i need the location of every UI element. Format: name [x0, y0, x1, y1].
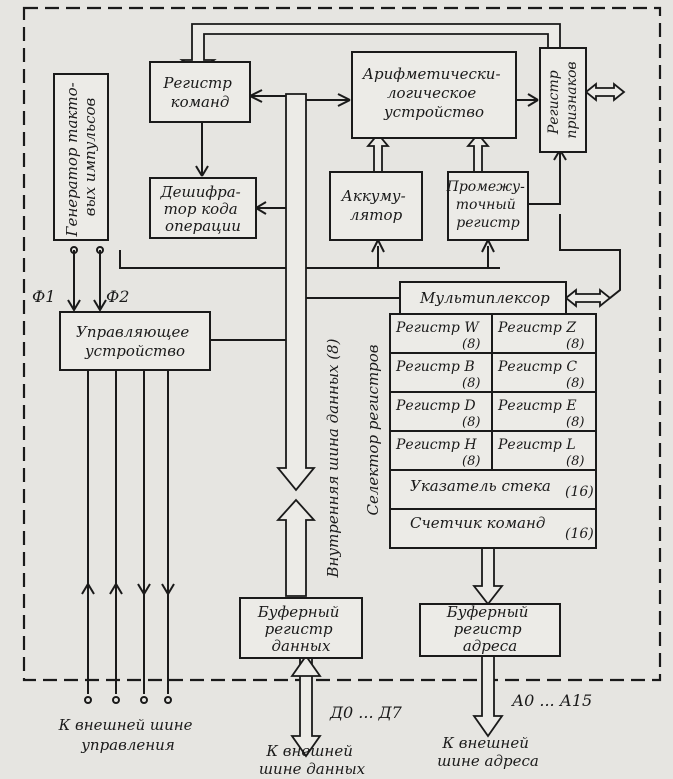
register-name: Регистр C	[497, 359, 577, 375]
temp-register-block	[447, 171, 529, 241]
generator-label: Генератор тактo- вых импульсов	[63, 78, 99, 238]
register-cells: Регистр W(8)Регистр Z(8)Регистр B(8)Реги…	[395, 320, 584, 469]
ctrl-feedback	[119, 250, 286, 269]
decoder-arrow	[195, 165, 209, 177]
internal-bus-label: Внутренняя шина данных (8)	[324, 338, 342, 578]
multiplexer-block	[399, 281, 567, 315]
data-pins-label: Д0 ... Д7	[329, 703, 403, 722]
program-counter-label: Счетчик команд	[410, 514, 545, 532]
chip-boundary	[22, 6, 662, 682]
data-bus-up	[290, 654, 322, 677]
register-bits: (8)	[462, 454, 480, 469]
internal-bus-lower	[275, 498, 317, 597]
data-buffer-label: Буферный регистр данных	[257, 603, 344, 655]
external-address-bus	[472, 653, 504, 738]
alu-arrow	[337, 93, 351, 107]
phi1-node	[70, 246, 78, 254]
stack-pointer-label: Указатель стека	[410, 477, 551, 495]
pc-to-addr-buffer	[472, 547, 504, 606]
register-name: Регистр W	[395, 320, 480, 336]
address-pins-label: А0 ... А15	[511, 691, 592, 710]
register-bits: (8)	[462, 376, 480, 391]
ctrl-in-arrows	[81, 582, 123, 595]
bus-to-acc	[371, 237, 385, 268]
flags-io-arrow	[584, 82, 626, 102]
pin-2	[112, 696, 120, 704]
address-buffer-block	[419, 603, 561, 657]
flags-register-label: Регистр признаков	[546, 61, 580, 138]
phi1-label: Ф1	[32, 287, 55, 306]
register-name: Регистр H	[395, 437, 477, 453]
register-name: Регистр L	[497, 437, 576, 453]
temp-register-label: Промежу- точный регистр	[446, 179, 530, 231]
accumulator-block	[329, 171, 423, 241]
alu-label: Арифметически- логическое устройство	[362, 65, 506, 121]
accumulator-label: Аккуму- лятор	[341, 187, 411, 224]
multiplexer-label: Мультиплексор	[419, 289, 550, 307]
register-name: Регистр E	[497, 398, 577, 414]
control-unit-block	[59, 311, 211, 371]
decoder-label: Дешифра- тор кода операции	[159, 183, 245, 235]
temp-to-alu	[466, 132, 490, 173]
alu-block	[351, 51, 517, 139]
generator-block	[53, 73, 109, 241]
instruction-register-block	[149, 61, 251, 123]
register-bits: (8)	[566, 376, 584, 391]
decoder-block	[149, 177, 257, 239]
register-bits: (8)	[462, 415, 480, 430]
pin-1	[84, 696, 92, 704]
phi2-arrow	[93, 299, 107, 312]
control-bus-label: К внешней шине управления	[58, 716, 198, 754]
temp-flags-link	[528, 150, 561, 205]
data-bus-label: К внешней шине данных	[259, 742, 366, 778]
register-selector-label: Селектор регистров	[364, 344, 382, 515]
decoder-link-arrow	[255, 201, 267, 215]
program-counter-bits: (16)	[565, 526, 594, 542]
pin-3	[140, 696, 148, 704]
acc-to-alu	[366, 132, 390, 173]
pin-4	[164, 696, 172, 704]
register-bits: (8)	[566, 337, 584, 352]
address-buffer-label: Буферный регистр адреса	[446, 603, 533, 655]
phi1-arrow	[67, 299, 81, 312]
stack-pointer-bits: (16)	[565, 484, 594, 500]
data-buffer-block	[239, 597, 363, 659]
register-bits: (8)	[566, 415, 584, 430]
register-name: Регистр D	[395, 398, 476, 414]
flags-register-block	[539, 47, 587, 153]
register-bits: (8)	[566, 454, 584, 469]
bus-to-temp	[481, 237, 495, 268]
phi2-node	[96, 246, 104, 254]
alu-flags-arrow	[527, 93, 539, 107]
address-bus-label: К внешней шине адреса	[437, 734, 539, 770]
control-unit-label: Управляющее устройство	[76, 323, 194, 360]
ctrl-out-arrows	[137, 583, 175, 596]
mux-io-arrow	[564, 288, 612, 308]
register-bits: (8)	[462, 337, 480, 352]
register-name: Регистр Z	[497, 320, 576, 336]
internal-data-bus	[276, 93, 316, 492]
instruction-register-label: Регистр команд	[162, 74, 236, 111]
register-name: Регистр B	[395, 359, 475, 375]
ir-arrow	[249, 89, 263, 103]
phi2-label: Ф2	[106, 287, 129, 306]
mux-loop	[559, 214, 621, 299]
